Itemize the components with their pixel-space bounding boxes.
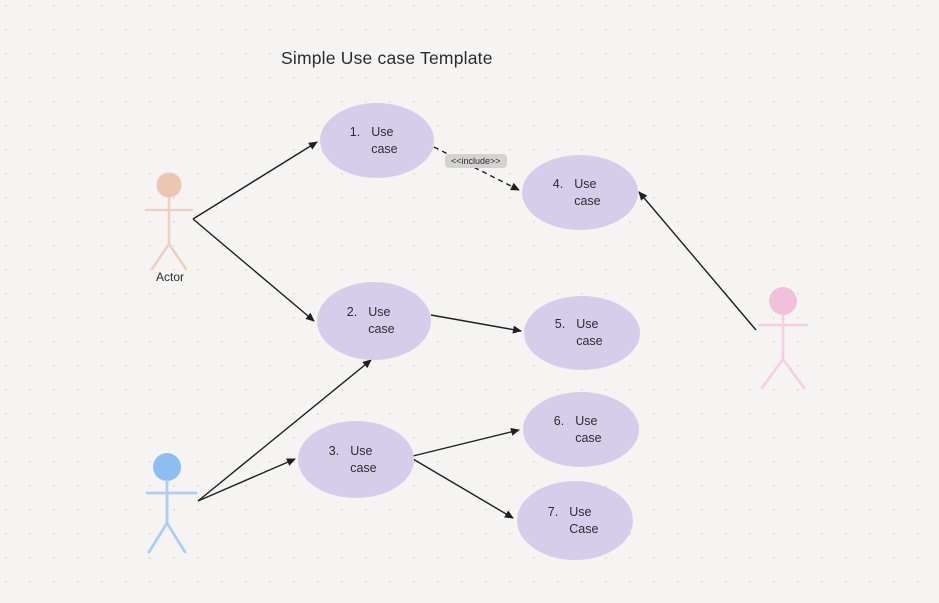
use-case-node-1[interactable]: 1. Use case [320,103,434,178]
use-case-node-3[interactable]: 3. Use case [298,421,414,498]
actor2-right-leg [781,357,806,390]
actor-figure-2[interactable] [757,287,809,390]
node-number: 3. [328,443,340,458]
node-label: Use case [371,124,398,156]
actor1-label: Actor [155,270,184,284]
node-label: Use case [574,176,601,208]
arrow-node2-to-node5[interactable] [430,314,522,334]
arrow-actor2-to-node4[interactable] [638,191,757,331]
use-case-node-7[interactable]: 7. Use Case [517,481,633,560]
node-text: 7. Use Case [548,504,602,538]
actor3-head-icon [153,453,181,481]
actor3-right-leg [165,521,187,554]
node-label: Use case [576,317,603,348]
node-label: Use case [350,443,377,475]
diagram-title[interactable]: Simple Use case Template [281,48,493,68]
node-number: 5. [554,317,566,331]
node-label: Use case [368,305,395,336]
node-text: 4. Use case [553,176,607,210]
arrow-actor1-to-node2[interactable] [192,218,315,322]
actor2-left-leg [760,357,785,390]
use-case-node-6[interactable]: 6. Use case [523,392,639,467]
actor-figure-3[interactable] [145,453,198,554]
node-text: 2. Use case [347,304,401,338]
use-case-node-5[interactable]: 5. Use case [524,296,640,370]
use-case-node-4[interactable]: 4. Use case [522,155,638,230]
include-edge-label[interactable]: <<include>> [445,154,507,168]
arrow-actor3-to-node3[interactable] [197,458,296,502]
node-number: 1. [349,124,361,139]
actor1-head-icon [156,172,182,198]
actor-figure-1[interactable] [144,172,194,271]
arrow-include-node1-to-node4[interactable] [433,146,520,191]
actor3-left-leg [147,521,169,554]
use-case-node-2[interactable]: 2. Use case [317,282,431,360]
node-number: 7. [547,504,559,519]
actor1-right-leg [167,242,188,271]
node-label: Use Case [569,504,599,536]
actor2-head-icon [769,287,797,315]
node-text: 6. Use case [554,413,608,447]
node-label: Use case [575,413,602,445]
node-number: 6. [553,413,565,428]
node-text: 1. Use case [350,124,404,158]
node-number: 2. [346,305,358,319]
node-number: 4. [552,176,564,191]
arrow-node3-to-node6[interactable] [412,428,520,457]
node-text: 3. Use case [329,443,383,477]
arrow-actor3-to-node2[interactable] [197,359,372,502]
node-text: 5. Use case [555,316,609,350]
arrow-node3-to-node7[interactable] [412,458,514,519]
arrow-actor1-to-node1[interactable] [192,141,318,220]
actor1-left-leg [150,242,171,271]
